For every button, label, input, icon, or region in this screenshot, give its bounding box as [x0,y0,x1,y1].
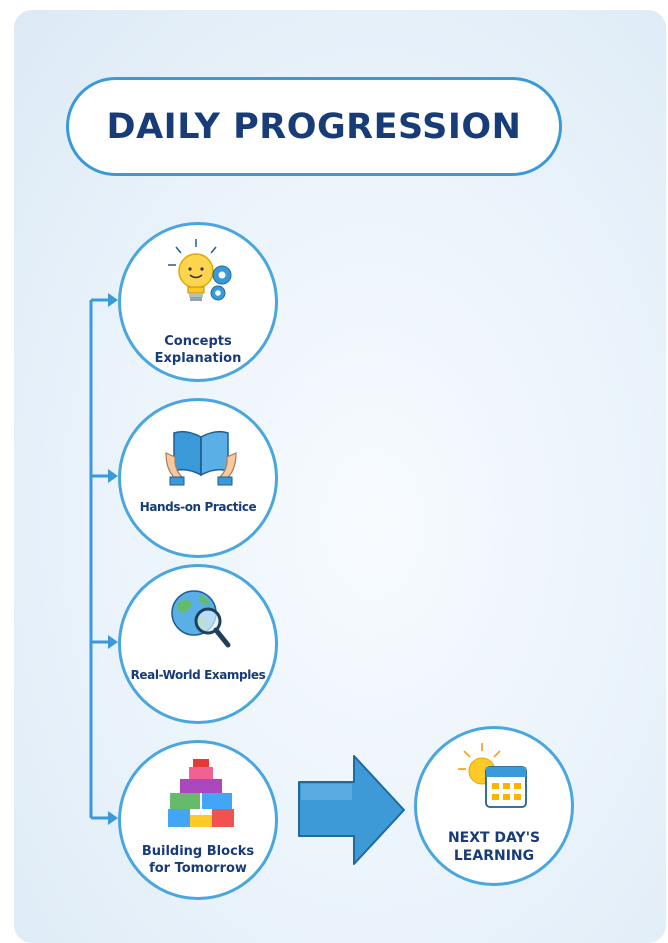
connector-arrowhead-4 [108,811,118,825]
sun-calendar-icon [458,743,527,808]
step-node-real-world: Real-World Examples [118,564,278,724]
step-label-real-world: Real-World Examples [125,667,271,684]
step-label-line1: Real-World Examples [130,668,266,682]
target-label-line2: LEARNING [453,848,535,864]
step-label-line2: Explanation [154,351,242,366]
connector-arrowhead-3 [108,635,118,649]
target-node-next-day: NEXT DAY'S LEARNING [414,726,574,886]
step-node-concepts: Concepts Explanation [118,222,278,382]
step-node-hands-on: Hands-on Practice [118,398,278,558]
globe-magnifier-icon [171,590,231,648]
lightbulb-gears-icon [168,239,232,301]
connector-arrowhead-1 [108,293,118,307]
page-title: DAILY PROGRESSION [106,106,522,147]
connector-arrowhead-2 [108,469,118,483]
connector-lines [89,293,405,865]
step-label-line1: Building Blocks [141,844,255,859]
open-book-icon [165,430,237,486]
step-label-line2: for Tomorrow [149,861,247,876]
step-label-line1: Concepts [164,334,232,349]
step-label-concepts: Concepts Explanation [125,333,271,367]
step-node-building-blocks: Building Blocks for Tomorrow [118,740,278,900]
step-label-building-blocks: Building Blocks for Tomorrow [125,843,271,877]
step-label-line1: Hands-on Practice [139,500,257,514]
big-right-arrow [298,755,405,865]
building-blocks-icon [168,759,234,827]
title-pill: DAILY PROGRESSION [66,77,562,176]
diagram-card: DAILY PROGRESSION [14,10,666,943]
step-label-hands-on: Hands-on Practice [125,499,271,516]
target-label-line1: NEXT DAY'S [447,830,541,846]
target-label: NEXT DAY'S LEARNING [421,829,567,865]
